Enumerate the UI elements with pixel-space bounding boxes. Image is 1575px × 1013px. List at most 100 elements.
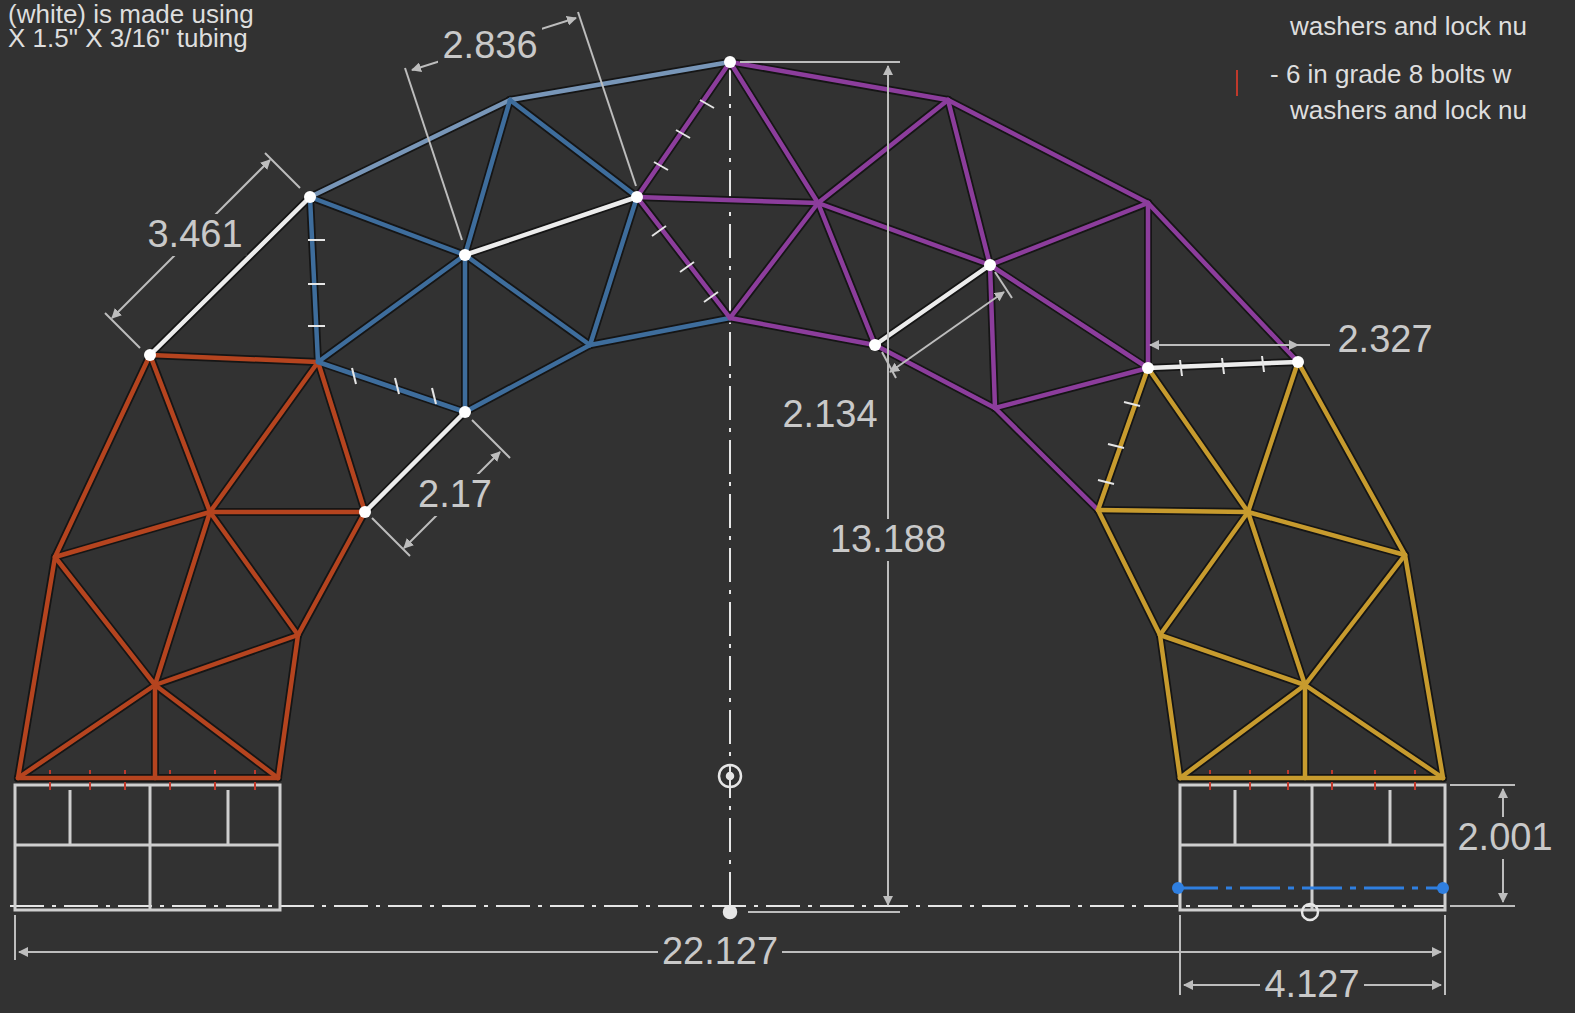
tube-member (875, 265, 990, 345)
base-frames (15, 785, 1445, 910)
tube-member (210, 512, 298, 635)
dimension-value: 3.461 (143, 214, 246, 256)
tube-member (510, 62, 730, 100)
dimension-value: 4.127 (1260, 964, 1363, 1006)
tube-member (818, 100, 948, 203)
tube-member (995, 408, 1098, 510)
note-text: - 6 in grade 8 bolts w (1270, 60, 1511, 89)
tube-member (18, 685, 155, 778)
tube-member (18, 776, 155, 781)
joint-dot (459, 249, 471, 261)
dimension-lines (15, 12, 1515, 995)
tube-member (875, 265, 990, 345)
tube-member (510, 62, 730, 100)
joint-dot (359, 506, 371, 518)
tube-member (318, 362, 365, 512)
tube-member (1160, 635, 1305, 685)
tube-member (637, 197, 818, 203)
tube-member (465, 100, 510, 255)
tube-member (210, 362, 318, 512)
tube-member (465, 255, 590, 345)
tube-member (1405, 555, 1443, 778)
tube-member (948, 100, 1148, 203)
tube-member (1144, 203, 1152, 368)
joint-dot (984, 259, 996, 271)
tube-member (730, 318, 875, 345)
tube-member (990, 265, 1148, 368)
tube-member (55, 512, 210, 557)
dimension-value: 2.327 (1333, 319, 1436, 361)
tube-member (590, 197, 637, 345)
tube-member (875, 345, 995, 408)
tube-member (730, 203, 818, 318)
tube-member (310, 197, 465, 255)
tube-member (510, 100, 637, 197)
tube-member (990, 203, 1148, 265)
tube-member (1146, 203, 1151, 368)
tube-member (730, 62, 818, 203)
tube-member (1248, 362, 1298, 512)
tube-member (153, 685, 158, 778)
tube-member (463, 255, 468, 412)
tube-member (155, 685, 278, 778)
tube-member (1148, 368, 1248, 512)
tube-member (55, 557, 155, 685)
dimension-value: 2.001 (1453, 817, 1556, 859)
tube-member (1303, 685, 1308, 778)
tube-member (1305, 685, 1443, 778)
tube-member (637, 62, 730, 197)
joint-dot (869, 339, 881, 351)
tube-member (875, 345, 995, 408)
tube-member (1098, 510, 1160, 635)
tube-member (318, 255, 465, 362)
tube-member (155, 635, 298, 685)
tube-member (18, 557, 55, 778)
tube-member (298, 512, 365, 635)
tube-member (1160, 635, 1305, 685)
tube-member (18, 557, 55, 778)
tube-member (318, 362, 465, 412)
dimension-value: 13.188 (826, 519, 950, 561)
tube-member (155, 635, 298, 685)
tube-member (1180, 685, 1305, 778)
weld-ticks (308, 100, 1264, 484)
tube-member (150, 355, 210, 512)
tube-member (1301, 685, 1309, 778)
center-lines (10, 62, 1445, 910)
note-text: washers and lock nu (1290, 12, 1527, 41)
tube-member (990, 265, 1148, 368)
tube-member (55, 557, 155, 685)
tube-member (1180, 776, 1305, 781)
tube-member (55, 355, 150, 557)
tube-member (1305, 685, 1443, 778)
tube-member (155, 512, 210, 685)
dimension-value: 22.127 (658, 931, 782, 973)
tube-member (730, 318, 875, 345)
tube-member (210, 510, 365, 515)
tube-member (637, 197, 730, 318)
tube-member (1405, 555, 1443, 778)
tube-member (1248, 512, 1305, 685)
base-line-blue (1172, 882, 1449, 894)
tube-member (818, 203, 990, 265)
tube-member (995, 408, 1098, 510)
tube-member (150, 355, 318, 362)
joint-dot (304, 191, 316, 203)
tube-member (310, 100, 510, 197)
joint-dot (459, 406, 471, 418)
tube-member (1098, 368, 1148, 510)
note-text: X 1.5" X 3/16" tubing (8, 24, 248, 53)
tube-member (465, 197, 637, 255)
tube-member (318, 362, 465, 412)
tube-member (1160, 512, 1248, 635)
tube-member (465, 197, 637, 255)
tube-member (155, 776, 278, 781)
tube-member (1098, 510, 1248, 512)
tube-member (210, 362, 318, 512)
tube-member (1248, 362, 1298, 512)
tube-member (298, 512, 365, 635)
tube-member (1305, 776, 1443, 781)
tube-member (590, 197, 637, 345)
